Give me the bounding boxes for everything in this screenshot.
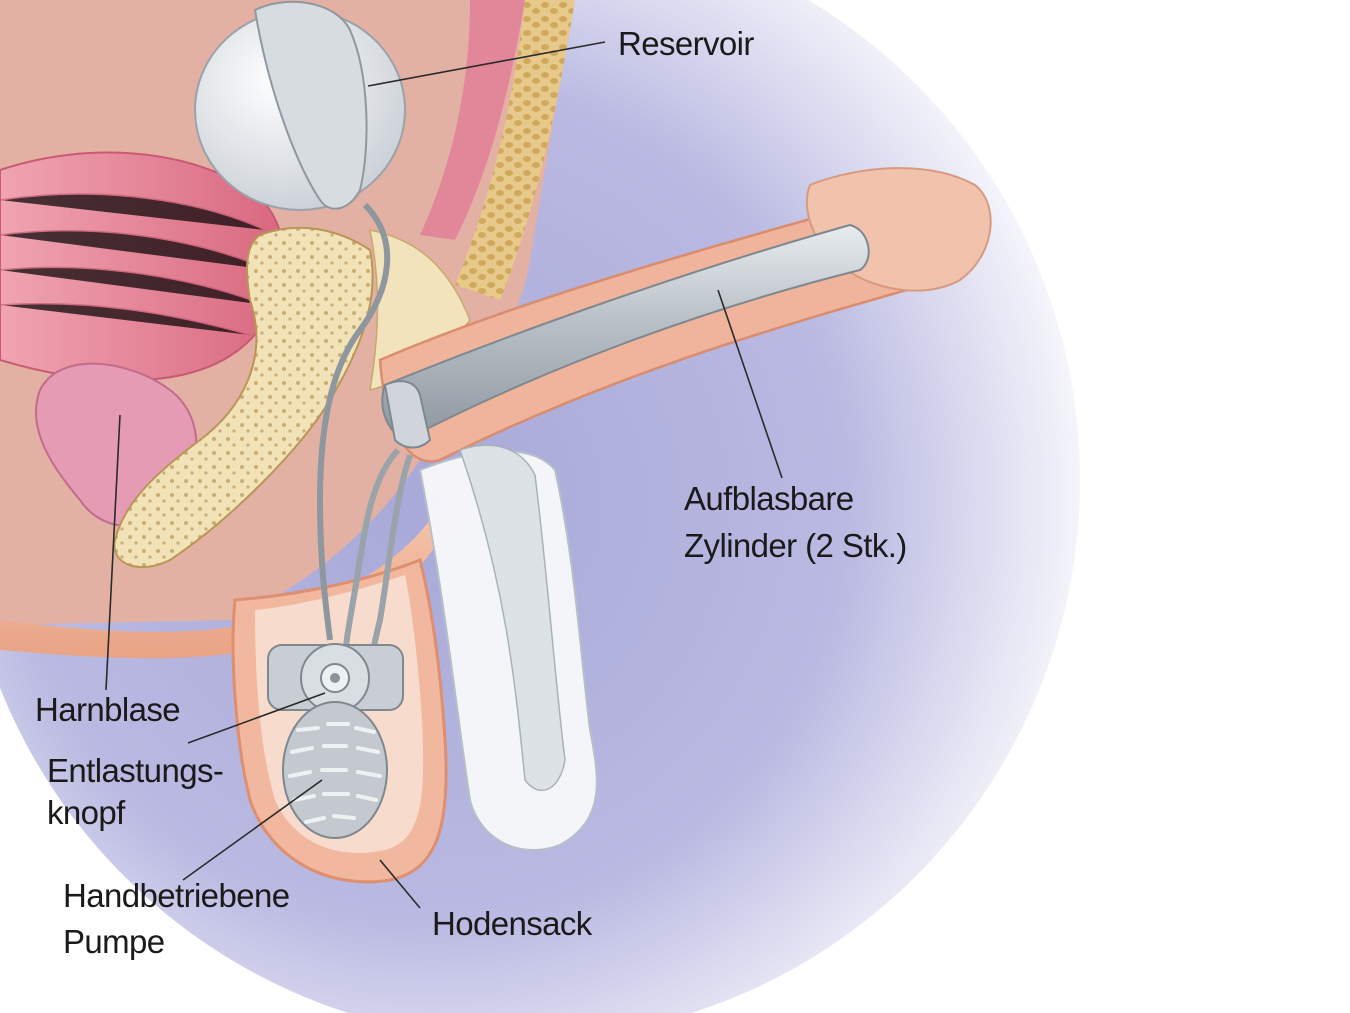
- leader-bladder: [105, 414, 121, 691]
- manual-pump: [282, 701, 388, 839]
- label-release-line2: knopf: [47, 794, 126, 831]
- leader-pump: [182, 779, 323, 881]
- pubic-bone: [113, 226, 374, 569]
- label-bladder: Harnblase: [35, 691, 180, 728]
- abdominal-muscle-strip: [420, 0, 525, 240]
- label-reservoir: Reservoir: [618, 25, 754, 62]
- label-pump-line1: Handbetriebene: [63, 877, 289, 914]
- label-cylinders-line2: Zylinder (2 Stk.): [684, 527, 907, 564]
- label-scrotum: Hodensack: [432, 905, 593, 942]
- flaccid-cylinder-core: [459, 444, 566, 792]
- leader-scrotum: [379, 859, 421, 909]
- cylinder-base: [383, 380, 432, 449]
- leader-reservoir: [367, 41, 606, 87]
- label-cylinders-line1: Aufblasbare: [684, 480, 854, 517]
- reservoir-neck: [253, 0, 368, 210]
- label-release-line1: Entlastungs-: [47, 752, 223, 789]
- label-pump-line2: Pumpe: [63, 923, 165, 960]
- fat-layer: [455, 0, 575, 300]
- cylinder-tube-a: [342, 447, 401, 661]
- leader-release: [187, 692, 326, 744]
- leader-cylinders: [717, 289, 783, 479]
- reservoir-tube: [316, 202, 391, 641]
